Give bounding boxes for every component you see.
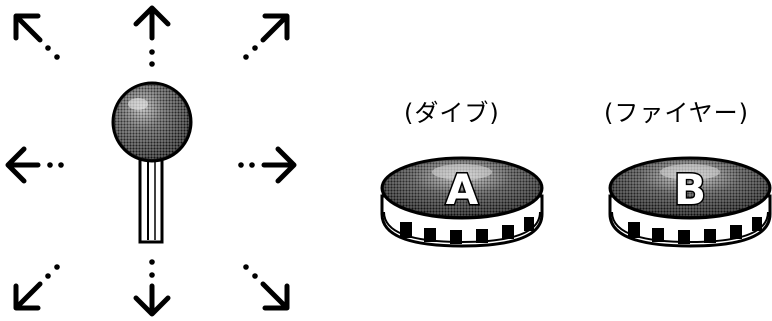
joystick <box>113 83 191 242</box>
arrow-right-icon <box>238 149 294 181</box>
button-b-label: (ファイヤー) <box>604 93 749 128</box>
arrow-down-left-icon <box>16 264 60 308</box>
button-a-letter: A <box>446 165 479 214</box>
button-a-label: (ダイブ) <box>404 93 500 128</box>
joystick-ball <box>113 83 191 161</box>
arrow-up-icon <box>136 8 168 67</box>
arrow-up-right-icon <box>243 16 287 60</box>
button-a[interactable]: A <box>382 158 542 246</box>
button-b[interactable]: B <box>610 158 770 246</box>
arrow-down-right-icon <box>243 264 287 308</box>
arrow-down-icon <box>136 259 168 314</box>
arrow-up-left-icon <box>16 16 60 60</box>
joystick-shaft <box>140 150 162 242</box>
arrow-left-icon <box>8 149 64 181</box>
button-b-letter: B <box>674 165 706 214</box>
